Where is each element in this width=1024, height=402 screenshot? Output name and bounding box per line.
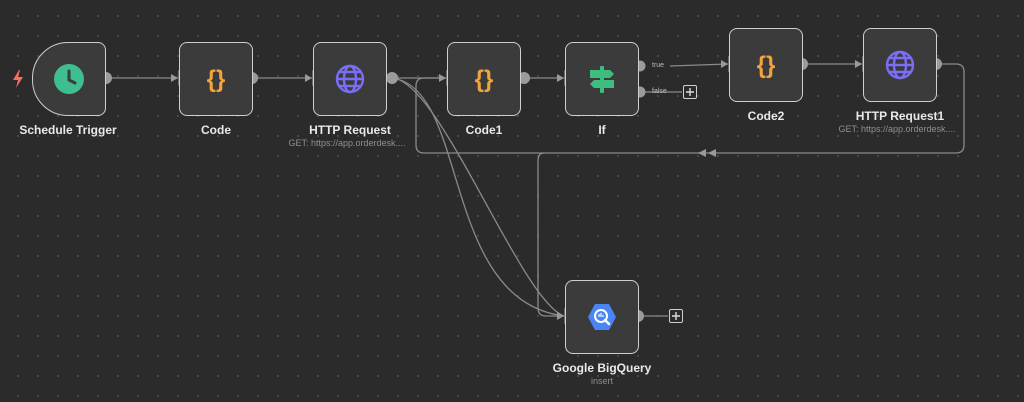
node-google-bigquery-label: Google BigQuery — [552, 361, 652, 375]
bigquery-icon — [585, 300, 619, 334]
signpost-icon — [585, 62, 619, 96]
trigger-bolt-icon — [12, 70, 24, 93]
node-code[interactable]: {} — [179, 42, 253, 116]
node-http-request-subtitle: GET: https://app.orderdesk.... — [288, 138, 406, 148]
node-code2-label: Code2 — [747, 109, 785, 123]
if-true-label: true — [652, 62, 665, 69]
node-code1-label: Code1 — [465, 123, 503, 137]
connection-if-true-to-code2 — [669, 63, 729, 67]
braces-icon: {} — [199, 62, 233, 96]
connection-http-to-bigquery-1 — [391, 77, 565, 317]
node-code1[interactable]: {} — [447, 42, 521, 116]
if-false-add-button[interactable] — [683, 85, 697, 99]
globe-icon — [333, 62, 367, 96]
braces-icon: {} — [467, 62, 501, 96]
svg-text:{}: {} — [475, 66, 494, 93]
connection-http1-loop-back — [415, 63, 965, 154]
clock-icon — [52, 62, 86, 96]
node-code2[interactable]: {} — [729, 28, 803, 102]
node-http-request[interactable] — [313, 42, 387, 116]
braces-icon: {} — [749, 48, 783, 82]
connection-loop-to-bigquery — [537, 152, 564, 317]
node-http-request1-label: HTTP Request1 — [855, 109, 945, 123]
plus-icon — [672, 312, 680, 320]
node-schedule-trigger-label: Schedule Trigger — [19, 123, 117, 137]
node-http-request-label: HTTP Request — [309, 123, 391, 137]
globe-icon — [883, 48, 917, 82]
node-if[interactable] — [565, 42, 639, 116]
svg-text:{}: {} — [757, 52, 776, 79]
node-http-request1-subtitle: GET: https://app.orderdesk.... — [838, 124, 956, 134]
connection-http-to-bigquery-2 — [391, 77, 565, 317]
svg-text:{}: {} — [207, 66, 226, 93]
if-false-label: false — [652, 88, 667, 95]
node-schedule-trigger[interactable] — [32, 42, 106, 116]
arrowheads — [171, 60, 862, 320]
node-http-request1[interactable] — [863, 28, 937, 102]
node-google-bigquery[interactable] — [565, 280, 639, 354]
node-if-label: If — [598, 123, 606, 137]
node-google-bigquery-subtitle: insert — [590, 376, 613, 386]
node-code-label: Code — [201, 123, 231, 137]
plus-icon — [686, 88, 694, 96]
bigquery-add-button[interactable] — [669, 309, 683, 323]
